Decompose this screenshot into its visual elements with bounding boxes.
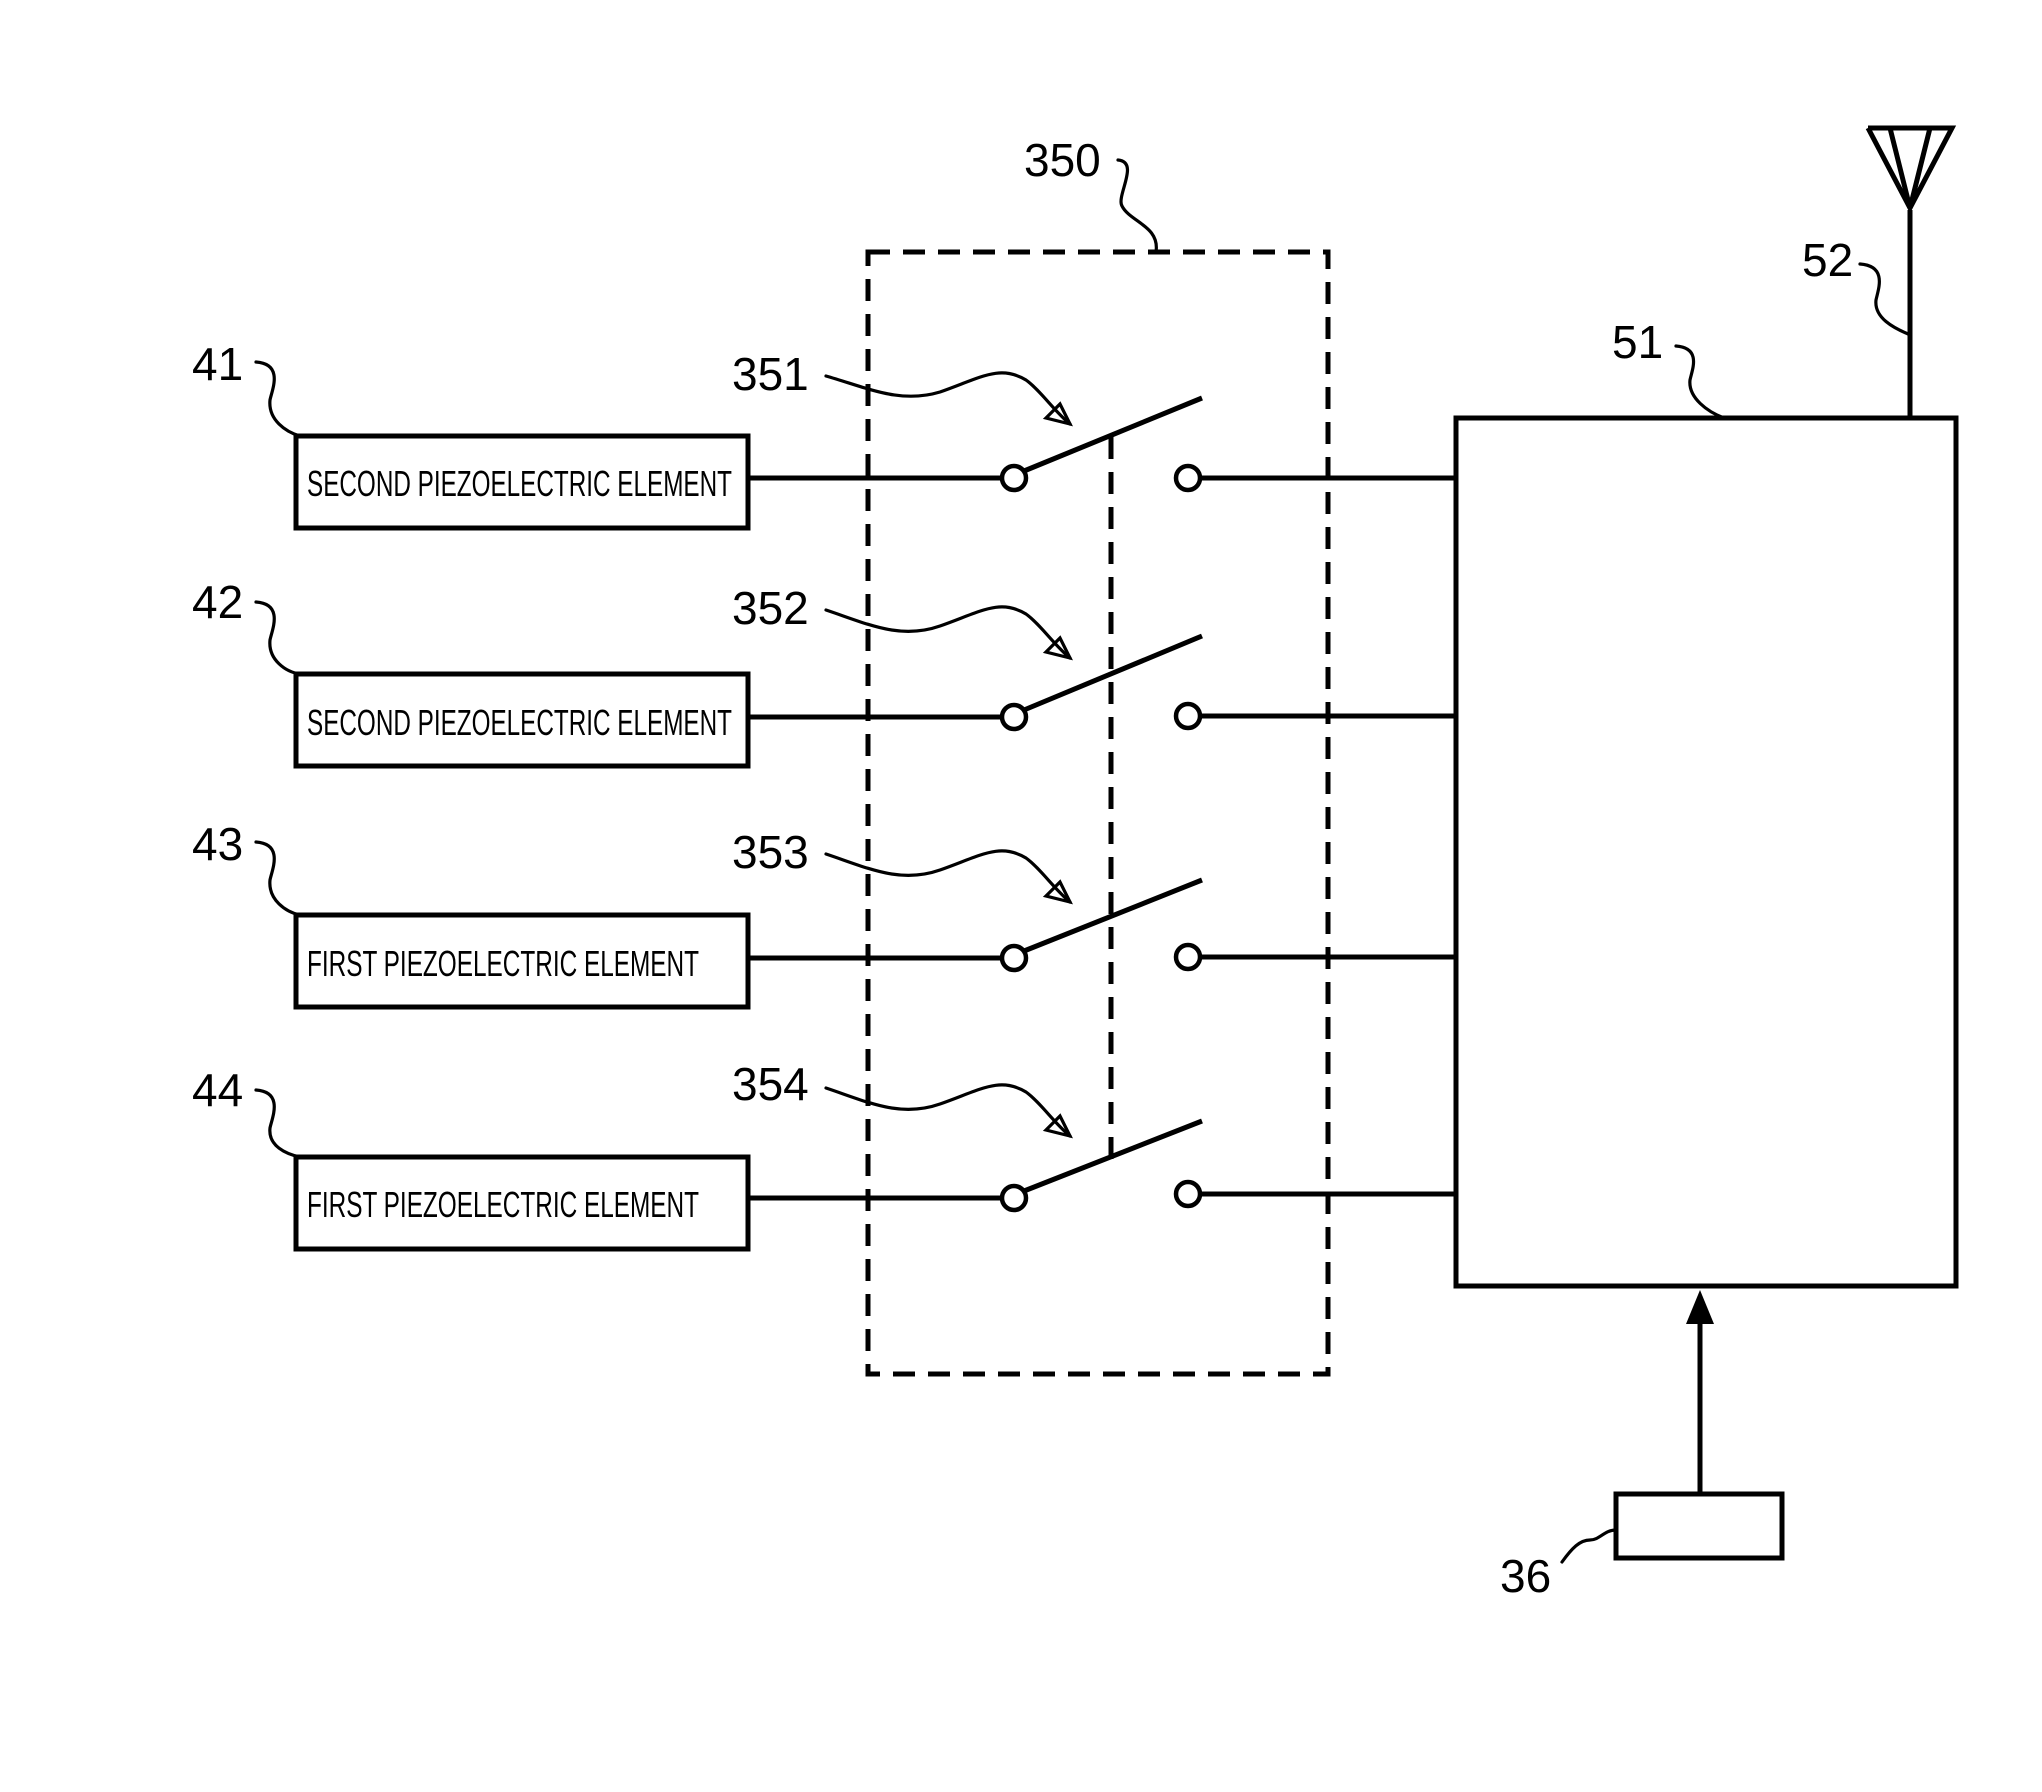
- ref-52: 52: [1802, 234, 1853, 286]
- leader-42: [256, 602, 300, 674]
- ref-36: 36: [1500, 1550, 1551, 1602]
- leader-351: [826, 373, 1070, 424]
- switch-351: [748, 398, 1456, 490]
- switch-terminal: [1002, 466, 1026, 490]
- antenna-icon: [1868, 128, 1952, 418]
- ref-354: 354: [732, 1058, 809, 1110]
- ref-44: 44: [192, 1064, 243, 1116]
- ref-51: 51: [1612, 316, 1663, 368]
- leader-44: [256, 1090, 300, 1157]
- piezo-element-44: FIRST PIEZOELECTRIC ELEMENT: [296, 1157, 748, 1249]
- leader-51: [1676, 346, 1724, 418]
- leader-354: [826, 1085, 1070, 1136]
- leader-352: [826, 607, 1070, 658]
- leader-36: [1562, 1530, 1616, 1562]
- switch-354: [748, 1121, 1456, 1210]
- leader-350: [1118, 160, 1156, 252]
- circuit-block-51: [1456, 418, 1956, 1286]
- piezo-element-41: SECOND PIEZOELECTRIC ELEMENT: [296, 436, 748, 528]
- switch-352: [748, 636, 1456, 729]
- ref-42: 42: [192, 576, 243, 628]
- controller-36: [1616, 1494, 1782, 1558]
- leader-43: [256, 842, 300, 915]
- switch-353: [748, 880, 1456, 970]
- element-label: FIRST PIEZOELECTRIC ELEMENT: [307, 1184, 699, 1225]
- element-label: SECOND PIEZOELECTRIC ELEMENT: [307, 463, 732, 504]
- ref-351: 351: [732, 348, 809, 400]
- piezo-element-43: FIRST PIEZOELECTRIC ELEMENT: [296, 915, 748, 1007]
- switch-unit-boundary: [868, 252, 1328, 1374]
- ref-43: 43: [192, 818, 243, 870]
- up-arrow-icon: [1686, 1290, 1714, 1494]
- switch-terminal: [1176, 466, 1200, 490]
- switch-terminal: [1176, 1182, 1200, 1206]
- element-label: SECOND PIEZOELECTRIC ELEMENT: [307, 702, 732, 743]
- ref-41: 41: [192, 338, 243, 390]
- switch-terminal: [1176, 704, 1200, 728]
- ref-353: 353: [732, 826, 809, 878]
- switch-terminal: [1002, 946, 1026, 970]
- ref-350: 350: [1024, 134, 1101, 186]
- element-label: FIRST PIEZOELECTRIC ELEMENT: [307, 943, 699, 984]
- switch-terminal: [1002, 1186, 1026, 1210]
- switch-terminal: [1176, 945, 1200, 969]
- leader-52: [1860, 264, 1908, 334]
- leader-353: [826, 851, 1070, 902]
- piezo-element-42: SECOND PIEZOELECTRIC ELEMENT: [296, 674, 748, 766]
- leader-41: [256, 362, 300, 436]
- switch-terminal: [1002, 705, 1026, 729]
- ref-352: 352: [732, 582, 809, 634]
